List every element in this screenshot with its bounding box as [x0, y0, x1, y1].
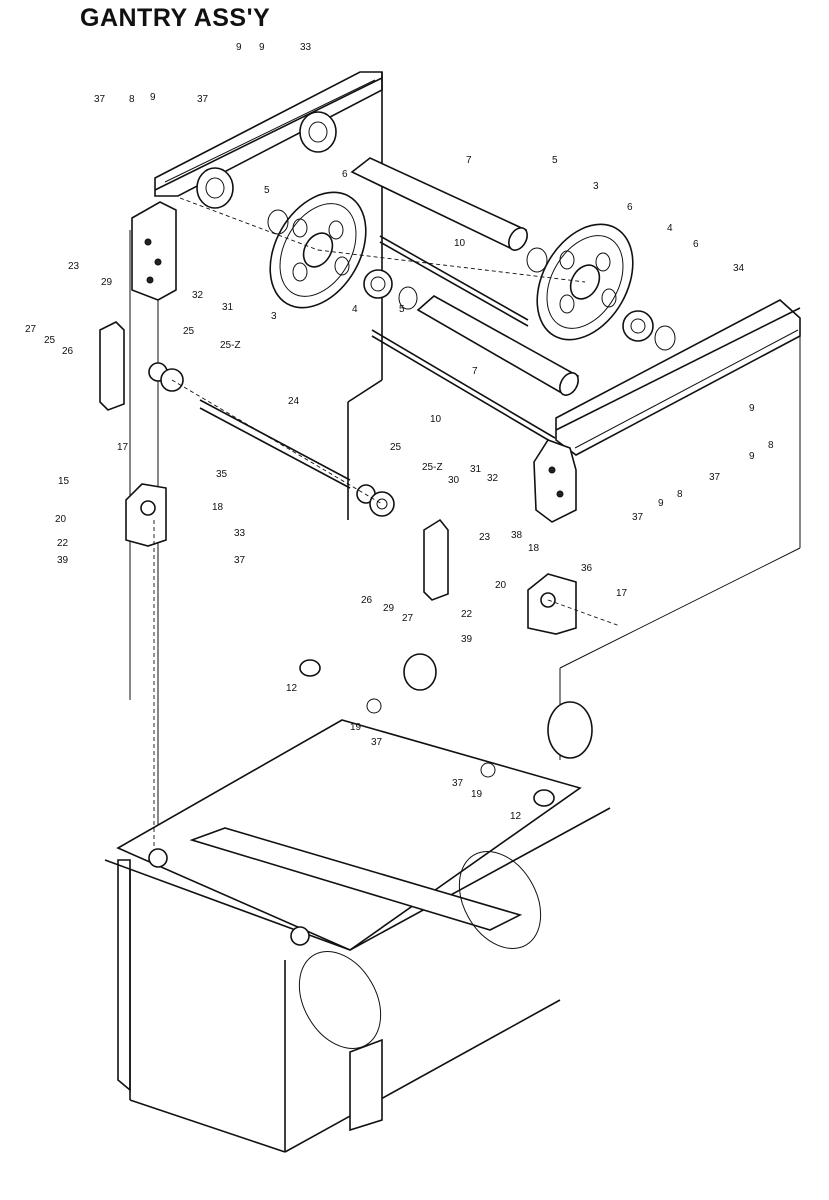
mount-brackets: [125, 483, 577, 635]
callout-33: 33: [300, 42, 312, 53]
callout-29-left: 29: [101, 277, 113, 288]
callout-25z-left: 25-Z: [220, 340, 241, 351]
rollers: [350, 157, 580, 396]
gear-pairs: [148, 362, 395, 517]
callout-31-left: 31: [222, 302, 234, 313]
callout-37-right-mid: 37: [632, 512, 644, 523]
callout-labels: 9 9 33 37 8 9 37 6 7 5 3 6 5 10 4 6 34 2…: [25, 42, 774, 822]
callout-37-bottom-left: 37: [371, 737, 383, 748]
callout-25z-center: 25-Z: [422, 462, 443, 473]
callout-24: 24: [288, 396, 300, 407]
callout-10-center: 10: [430, 414, 442, 425]
callout-25-left: 25: [183, 326, 195, 337]
callout-3-left: 3: [271, 311, 277, 322]
callout-17-left: 17: [117, 442, 129, 453]
callout-37-right-top: 37: [709, 472, 721, 483]
callout-37-top-center: 37: [197, 94, 209, 105]
callout-5-center: 5: [399, 304, 405, 315]
callout-18-center: 18: [528, 543, 540, 554]
callout-25-far-left: 25: [44, 335, 56, 346]
frame-outline: [129, 72, 801, 860]
callout-19-left: 19: [350, 722, 362, 733]
right-side-bracket: [533, 439, 577, 523]
callout-23-left: 23: [68, 261, 80, 272]
callout-22-left: 22: [57, 538, 69, 549]
callout-5-left: 5: [264, 185, 270, 196]
callout-37-bottom-right: 37: [452, 778, 464, 789]
clamp-plates: [99, 321, 449, 601]
base-frame: [104, 653, 611, 1153]
shafts: [199, 235, 556, 489]
callout-7-center: 7: [472, 366, 478, 377]
callout-36: 36: [581, 563, 593, 574]
callout-26-center: 26: [361, 595, 373, 606]
callout-4-left: 4: [352, 304, 358, 315]
callout-10-top: 10: [454, 238, 466, 249]
callout-9-left-top: 9: [150, 92, 156, 103]
bearing-hubs: [363, 269, 654, 342]
callout-9-right-b: 9: [749, 451, 755, 462]
retaining-rings: [267, 209, 676, 351]
callout-39-center: 39: [461, 634, 473, 645]
callout-32-center: 32: [487, 473, 499, 484]
callout-33-left: 33: [234, 528, 246, 539]
callout-31-center: 31: [470, 464, 482, 475]
callout-27-left: 27: [25, 324, 37, 335]
callout-37-left-mid: 37: [234, 555, 246, 566]
callout-9-top-b: 9: [259, 42, 265, 53]
callout-34: 34: [733, 263, 745, 274]
left-side-plate: [131, 201, 177, 301]
callout-20-left: 20: [55, 514, 67, 525]
callout-39-left: 39: [57, 555, 69, 566]
callout-9-top-a: 9: [236, 42, 242, 53]
callout-17-right: 17: [616, 588, 628, 599]
callout-26-left: 26: [62, 346, 74, 357]
callout-8-left-top: 8: [129, 94, 135, 105]
callout-8-right-a: 8: [768, 440, 774, 451]
callout-9-right-c: 9: [658, 498, 664, 509]
callout-8-right-b: 8: [677, 489, 683, 500]
callout-12-right: 12: [510, 811, 522, 822]
callout-4-right: 4: [667, 223, 673, 234]
callout-38: 38: [511, 530, 523, 541]
callout-29-center: 29: [383, 603, 395, 614]
assembly-lines: [153, 197, 621, 850]
callout-5-top-right: 5: [552, 155, 558, 166]
callout-6-left: 6: [342, 169, 348, 180]
right-gantry-rail: [555, 299, 801, 456]
callout-30: 30: [448, 475, 460, 486]
callout-32-left: 32: [192, 290, 204, 301]
callout-7-top: 7: [466, 155, 472, 166]
callout-9-right-a: 9: [749, 403, 755, 414]
callout-27-center: 27: [402, 613, 414, 624]
callout-25-center: 25: [390, 442, 402, 453]
callout-15: 15: [58, 476, 70, 487]
callout-3-top-right: 3: [593, 181, 599, 192]
callout-6-right: 6: [627, 202, 633, 213]
page-title: GANTRY ASS'Y: [80, 4, 271, 32]
callout-6-far-right: 6: [693, 239, 699, 250]
callout-18-left: 18: [212, 502, 224, 513]
wheel-pins: [299, 659, 555, 807]
callout-12-left: 12: [286, 683, 298, 694]
callout-22-center: 22: [461, 609, 473, 620]
callout-35: 35: [216, 469, 228, 480]
callout-19-right: 19: [471, 789, 483, 800]
callout-37-left-top: 37: [94, 94, 106, 105]
callout-23-center: 23: [479, 532, 491, 543]
callout-20-center: 20: [495, 580, 507, 591]
